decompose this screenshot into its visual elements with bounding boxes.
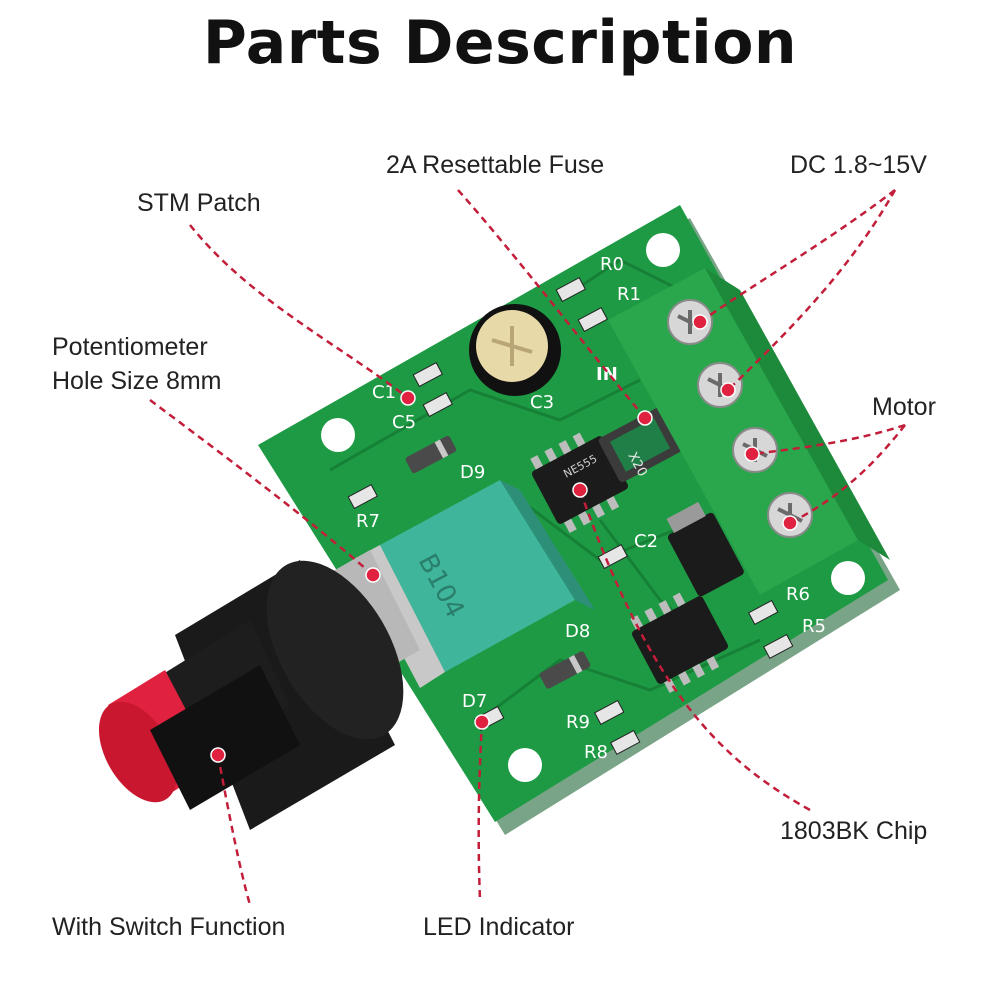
label-switch-function: With Switch Function <box>52 913 286 941</box>
silk-d7: D7 <box>462 691 487 712</box>
silk-c2: C2 <box>634 531 658 552</box>
silk-d8: D8 <box>565 621 590 642</box>
knob-with-switch <box>98 560 404 830</box>
mount-hole-1 <box>321 418 355 452</box>
silk-c5: C5 <box>392 412 416 433</box>
silk-r9: R9 <box>566 712 590 733</box>
label-stm-patch: STM Patch <box>137 189 261 217</box>
silk-r1: R1 <box>617 284 641 305</box>
label-dc-voltage: DC 1.8~15V <box>790 151 927 179</box>
label-led-indicator: LED Indicator <box>423 913 575 941</box>
silk-r5: R5 <box>802 616 826 637</box>
silk-r0: R0 <box>600 254 624 275</box>
label-chip: 1803BK Chip <box>780 817 928 845</box>
silk-r7: R7 <box>356 511 380 532</box>
silk-c3: C3 <box>530 392 554 413</box>
diode-d8 <box>539 651 591 689</box>
diode-d9 <box>405 435 457 474</box>
mount-hole-2 <box>646 233 680 267</box>
silk-r6: R6 <box>786 584 810 605</box>
ne555-chip <box>530 432 628 534</box>
mount-hole-3 <box>831 561 865 595</box>
leader-lines <box>149 189 906 906</box>
callout-dots <box>210 314 798 763</box>
label-potentiometer: Potentiometer Hole Size 8mm <box>52 333 222 395</box>
silk-c1: C1 <box>372 382 396 403</box>
label-motor: Motor <box>872 393 936 421</box>
transistor-component <box>666 501 744 597</box>
capacitor-c3 <box>469 304 561 396</box>
silk-d9: D9 <box>460 462 485 483</box>
label-resettable-fuse: 2A Resettable Fuse <box>386 151 605 179</box>
mount-hole-4 <box>508 748 542 782</box>
silk-r8: R8 <box>584 742 608 763</box>
page-title: Parts Description <box>202 8 798 78</box>
silk-in: IN <box>596 364 618 385</box>
resettable-fuse <box>598 407 682 483</box>
